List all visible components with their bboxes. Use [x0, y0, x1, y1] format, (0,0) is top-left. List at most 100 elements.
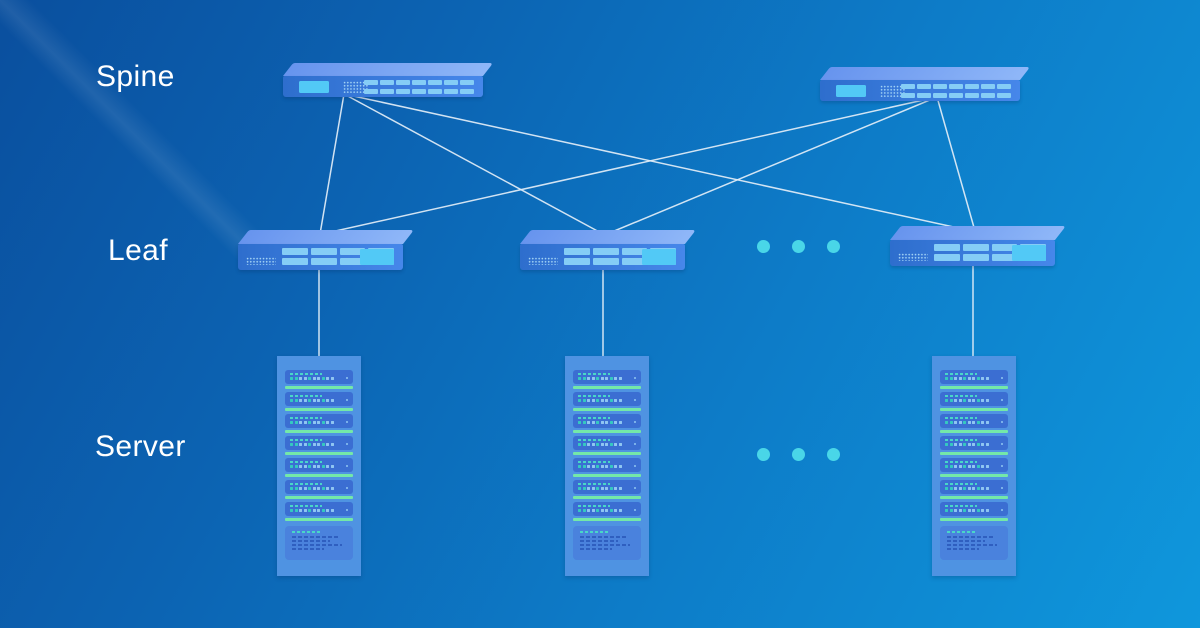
- led-indicator: [605, 486, 608, 490]
- server-unit-status-bar: [940, 386, 1008, 389]
- label-leaf: Leaf: [108, 234, 168, 267]
- led-indicator: [949, 420, 953, 424]
- server-unit: [573, 502, 641, 521]
- led-indicator: [591, 398, 595, 402]
- switch-port: [339, 258, 366, 265]
- led-indicator: [600, 420, 604, 424]
- switch-port: [991, 254, 1018, 261]
- led-indicator: [587, 464, 590, 468]
- server-unit-label-line: [290, 372, 322, 375]
- led-indicator: [582, 464, 586, 468]
- server-unit-status-bar: [285, 386, 353, 389]
- led-indicator: [976, 398, 980, 402]
- server-unit-face: [285, 458, 353, 472]
- led-indicator: [985, 464, 989, 468]
- link-spine2-leaf2: [606, 96, 938, 235]
- server-unit-face: [573, 480, 641, 494]
- led-indicator: [303, 508, 307, 512]
- led-indicator: [294, 398, 298, 402]
- led-indicator: [972, 508, 975, 512]
- led-indicator: [981, 442, 984, 446]
- led-indicator: [954, 464, 957, 468]
- led-indicator: [578, 508, 581, 512]
- led-indicator: [299, 486, 302, 490]
- led-indicator: [578, 398, 581, 402]
- switch-port: [933, 84, 947, 89]
- led-indicator: [299, 420, 302, 424]
- led-indicator: [609, 486, 613, 490]
- switch-vent-grid-icon: [898, 253, 928, 261]
- led-indicator: [600, 376, 604, 380]
- server-unit-label-line: [578, 504, 610, 507]
- led-indicator: [945, 508, 948, 512]
- switch-port: [621, 248, 648, 255]
- server-unit-led-row: [945, 420, 1003, 424]
- led-indicator: [958, 464, 962, 468]
- led-indicator: [609, 420, 613, 424]
- switch-port: [621, 258, 648, 265]
- server-unit-label-line: [945, 482, 977, 485]
- led-indicator: [321, 420, 325, 424]
- led-indicator: [330, 420, 334, 424]
- server-unit-face: [940, 414, 1008, 428]
- led-indicator: [972, 376, 975, 380]
- switch-top-face: [520, 230, 696, 244]
- led-indicator: [600, 442, 604, 446]
- led-indicator: [949, 464, 953, 468]
- led-indicator: [967, 398, 971, 402]
- led-indicator: [954, 442, 957, 446]
- led-indicator: [591, 486, 595, 490]
- led-indicator: [294, 508, 298, 512]
- server-unit: [285, 502, 353, 521]
- server-unit-status-bar: [940, 408, 1008, 411]
- server-unit: [940, 392, 1008, 411]
- led-indicator: [578, 376, 581, 380]
- switch-port: [310, 248, 337, 255]
- led-indicator: [317, 442, 320, 446]
- led-indicator: [976, 464, 980, 468]
- led-indicator: [967, 376, 971, 380]
- led-indicator: [945, 376, 948, 380]
- led-indicator: [303, 376, 307, 380]
- server-unit-led-row: [290, 442, 348, 446]
- led-indicator: [958, 442, 962, 446]
- led-indicator: [578, 486, 581, 490]
- led-indicator: [591, 508, 595, 512]
- server-unit-label-line: [945, 438, 977, 441]
- led-indicator: [972, 420, 975, 424]
- server-unit: [940, 480, 1008, 499]
- led-indicator: [582, 376, 586, 380]
- switch-port-bank: [901, 84, 1011, 98]
- led-indicator: [954, 376, 957, 380]
- rack-info-panel: [285, 525, 353, 560]
- led-indicator: [605, 442, 608, 446]
- server-unit-power-dot: [1000, 508, 1003, 512]
- led-indicator: [587, 486, 590, 490]
- panel-text-line: [580, 544, 630, 546]
- server-unit-label-line: [290, 504, 322, 507]
- led-indicator: [330, 442, 334, 446]
- switch-top-face: [238, 230, 414, 244]
- led-indicator: [303, 464, 307, 468]
- server-unit-status-bar: [940, 474, 1008, 477]
- switch-port: [991, 244, 1018, 251]
- led-indicator: [312, 508, 316, 512]
- led-indicator: [308, 442, 311, 446]
- led-indicator: [303, 442, 307, 446]
- led-indicator: [591, 442, 595, 446]
- led-indicator: [326, 464, 329, 468]
- server-unit-power-dot: [345, 398, 348, 402]
- server-unit-label-line: [578, 372, 610, 375]
- server-unit-led-row: [578, 442, 636, 446]
- server-unit-face: [573, 502, 641, 516]
- switch-port: [981, 84, 995, 89]
- led-indicator: [605, 398, 608, 402]
- server-unit-label-line: [290, 438, 322, 441]
- server-unit-led-row: [290, 420, 348, 424]
- led-indicator: [949, 398, 953, 402]
- led-indicator: [596, 420, 599, 424]
- panel-text-line: [580, 536, 628, 538]
- led-indicator: [330, 508, 334, 512]
- server-unit-power-dot: [345, 464, 348, 468]
- server-unit-status-bar: [573, 474, 641, 477]
